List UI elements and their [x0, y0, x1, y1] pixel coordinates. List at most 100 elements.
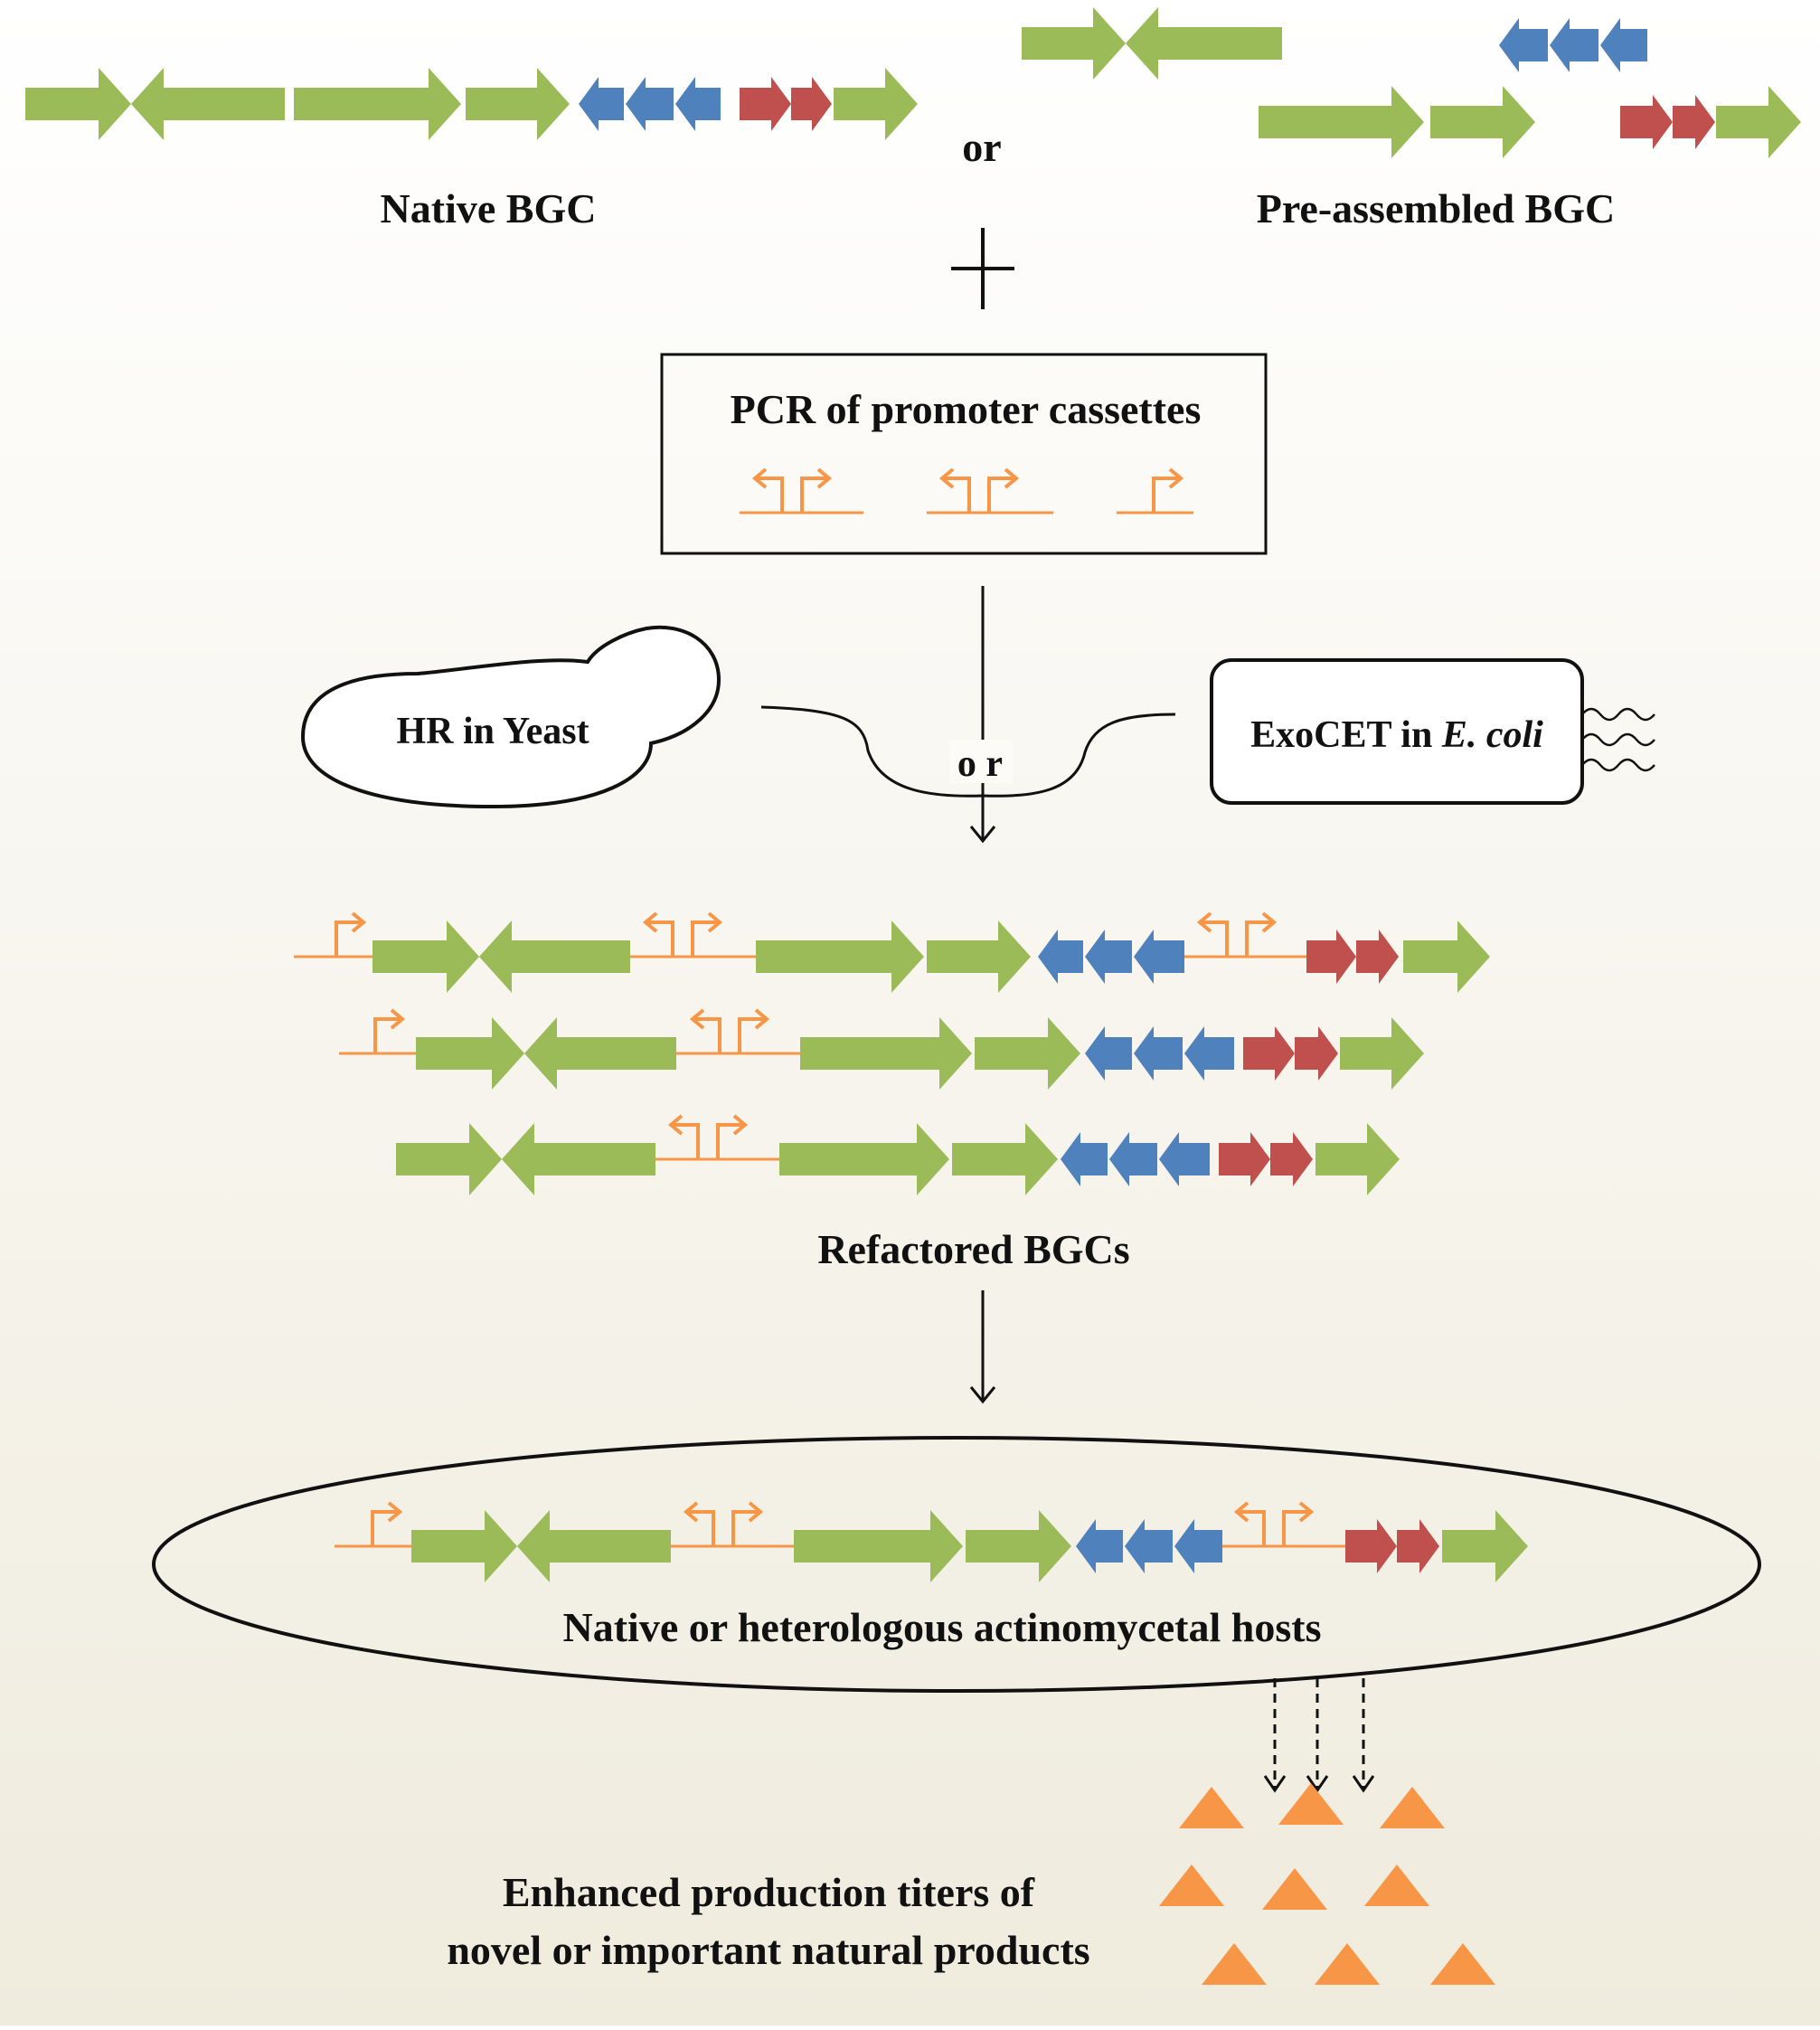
- promoter-reverse-icon: [751, 467, 784, 513]
- or-label-middle: o r: [957, 743, 1003, 785]
- gene-ref3-5: [1315, 1123, 1400, 1195]
- gene-pre-blue-2: [1550, 18, 1598, 72]
- products-line-2: novel or important natural products: [447, 1927, 1089, 1973]
- native-bgc-label: Native BGC: [381, 185, 597, 231]
- gene-host-1: [411, 1510, 517, 1582]
- hr-yeast-label: HR in Yeast: [396, 711, 589, 752]
- gene-ref3-blue-3: [1159, 1132, 1210, 1186]
- gene-ref2-red-2: [1295, 1026, 1338, 1081]
- pcr-title: PCR of promoter cassettes: [731, 386, 1202, 432]
- gene-ref3-2: [502, 1123, 655, 1195]
- or-middle-bg: [949, 740, 1013, 783]
- gene-native-red-1: [740, 77, 791, 131]
- triangle-product-icon: [1202, 1943, 1267, 1985]
- gene-host-blue-1: [1076, 1519, 1123, 1573]
- gene-ref1-4: [927, 921, 1031, 993]
- triangle-product-icon: [1262, 1868, 1327, 1910]
- gene-host-5: [1442, 1510, 1528, 1582]
- triangle-product-icon: [1315, 1943, 1380, 1985]
- gene-ref3-1: [396, 1123, 502, 1195]
- gene-native-blue-1: [579, 77, 624, 131]
- gene-ref3-blue-1: [1061, 1132, 1108, 1186]
- gene-native-red-2: [791, 77, 832, 131]
- products-line-1: Enhanced production titers of: [503, 1869, 1035, 1915]
- plus-icon: [951, 228, 1014, 309]
- gene-pre-5: [1716, 86, 1801, 158]
- gene-ref3-red-2: [1270, 1132, 1313, 1186]
- gene-native-5: [834, 68, 918, 140]
- triangle-product-icon: [1380, 1787, 1445, 1828]
- triangle-product-icon: [1278, 1783, 1344, 1825]
- hosts-label: Native or heterologous actinomycetal hos…: [563, 1604, 1322, 1650]
- gene-pre-2: [1126, 7, 1282, 80]
- or-label-top: or: [962, 124, 1001, 170]
- yeast-cell-icon: [300, 625, 721, 809]
- promoter-reverse-icon: [1233, 1501, 1266, 1546]
- promoter-forward-icon: [716, 1114, 749, 1159]
- promoter-forward-icon: [373, 1008, 406, 1053]
- gene-host-2: [517, 1510, 671, 1582]
- gene-ref1-blue-2: [1085, 930, 1132, 984]
- promoter-reverse-icon: [667, 1114, 700, 1159]
- or-connector-curve: [760, 705, 1176, 798]
- gene-host-4: [966, 1510, 1071, 1582]
- promoter-reverse-icon: [642, 911, 674, 957]
- gene-pre-blue-1: [1499, 18, 1548, 72]
- natural-products: [1159, 1783, 1495, 1985]
- promoter-forward-icon: [1245, 911, 1278, 957]
- gene-native-2: [131, 68, 285, 140]
- promoter-forward-icon: [987, 467, 1020, 513]
- gene-ref1-red-2: [1356, 930, 1399, 984]
- promoter-forward-icon: [800, 467, 833, 513]
- gene-pre-4: [1430, 86, 1535, 158]
- triangle-product-icon: [1430, 1943, 1495, 1985]
- gene-ref2-1: [416, 1017, 524, 1090]
- gene-ref1-2: [479, 921, 630, 993]
- gene-host-3: [794, 1510, 963, 1582]
- gene-ref2-blue-3: [1184, 1026, 1234, 1081]
- promoter-forward-icon: [371, 1501, 403, 1546]
- gene-ref2-red-1: [1243, 1026, 1295, 1081]
- gene-ref2-3: [800, 1017, 972, 1090]
- promoter-reverse-icon: [683, 1501, 715, 1546]
- gene-ref1-blue-3: [1134, 930, 1184, 984]
- triangle-product-icon: [1364, 1865, 1429, 1906]
- gene-native-blue-2: [626, 77, 674, 131]
- gene-pre-1: [1022, 7, 1126, 80]
- gene-native-3: [294, 68, 461, 140]
- ecoli-cell-icon: [1210, 658, 1584, 805]
- gene-ref2-blue-1: [1085, 1026, 1132, 1081]
- gene-pre-3: [1259, 86, 1424, 158]
- gene-native-blue-3: [675, 77, 721, 131]
- gene-host-blue-2: [1125, 1519, 1173, 1573]
- promoter-forward-icon: [731, 1501, 764, 1546]
- dashed-arrows: [1263, 1678, 1375, 1793]
- promoter-reverse-icon: [689, 1008, 721, 1053]
- gene-ref1-1: [372, 921, 479, 993]
- gene-pre-red-1: [1620, 95, 1673, 149]
- flow-arrow-2: [969, 1290, 996, 1404]
- promoter-forward-icon: [1152, 467, 1184, 513]
- promoter-forward-icon: [335, 911, 367, 957]
- exocet-label: ExoCET in E. coli: [1250, 714, 1543, 756]
- gene-host-red-1: [1345, 1519, 1397, 1573]
- gene-arrows-layer: [25, 7, 1801, 1582]
- gene-ref1-blue-1: [1038, 930, 1083, 984]
- gene-ref3-3: [779, 1123, 949, 1195]
- promoter-forward-icon: [1282, 1501, 1315, 1546]
- gene-ref2-5: [1340, 1017, 1424, 1090]
- flagella-icon: [1581, 707, 1655, 772]
- triangle-product-icon: [1159, 1865, 1224, 1906]
- gene-ref3-blue-2: [1109, 1132, 1157, 1186]
- promoter-cassettes-layer: [294, 467, 1345, 1548]
- promoter-reverse-icon: [1196, 911, 1229, 957]
- promoter-reverse-icon: [938, 467, 971, 513]
- gene-ref2-4: [975, 1017, 1080, 1090]
- ecoli-italic: E. coli: [1441, 714, 1543, 756]
- refactored-bgcs-label: Refactored BGCs: [817, 1226, 1129, 1272]
- gene-ref2-blue-2: [1134, 1026, 1183, 1081]
- gene-ref3-red-1: [1219, 1132, 1270, 1186]
